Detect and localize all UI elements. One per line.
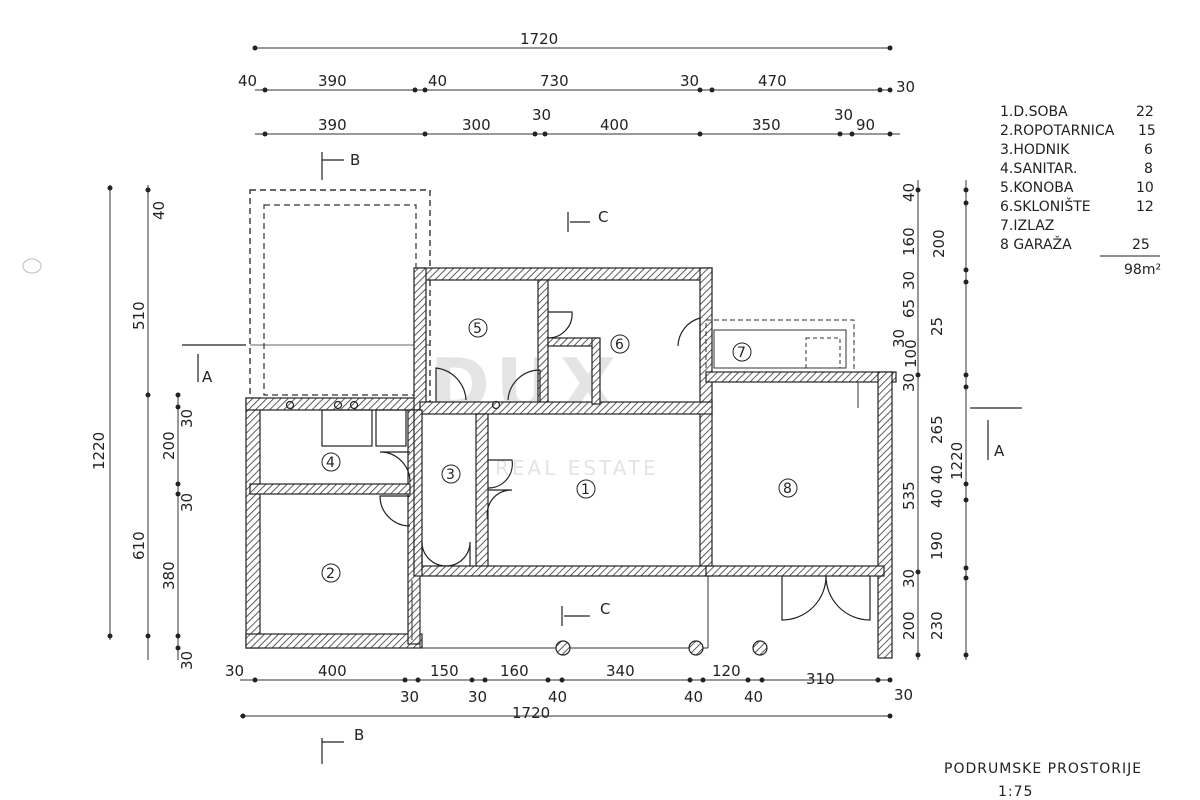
section-markers xyxy=(182,152,1022,764)
dim-top2-7: 90 xyxy=(856,116,875,134)
outdoor-area xyxy=(249,189,431,403)
dim-bottom2-3: 40 xyxy=(548,688,567,706)
dim-bottom-6: 120 xyxy=(712,662,741,680)
dim-left-1: 510 xyxy=(130,301,148,330)
legend-item-5-label: 5.KONOBA xyxy=(1000,180,1074,196)
section-a-right: A xyxy=(994,442,1005,460)
drawing-scale: 1:75 xyxy=(998,784,1033,800)
section-b-bottom: B xyxy=(354,726,364,744)
dim-right2-3: 30 xyxy=(900,271,918,290)
dim-top-2: 390 xyxy=(318,72,347,90)
dim-bottom-1: 30 xyxy=(225,662,244,680)
dim-top-6: 470 xyxy=(758,72,787,90)
dim-right2-2: 160 xyxy=(900,227,918,256)
dim-left2-4: 380 xyxy=(160,561,178,590)
dim-top-4: 730 xyxy=(540,72,569,90)
dim-bottom2-2: 30 xyxy=(468,688,487,706)
dim-top-3: 40 xyxy=(428,72,447,90)
dim-left2-1: 40 xyxy=(150,201,168,220)
legend-item-4-value: 8 xyxy=(1144,161,1153,177)
dim-right2-9: 265 xyxy=(928,415,946,444)
dim-left-total: 1220 xyxy=(90,432,108,470)
dim-top2-2: 300 xyxy=(462,116,491,134)
dim-bottom2-6: 30 xyxy=(894,686,913,704)
dim-right2-12: 190 xyxy=(928,531,946,560)
dim-bottom-2: 400 xyxy=(318,662,347,680)
dim-bottom-3: 150 xyxy=(430,662,459,680)
dim-top2-5: 350 xyxy=(752,116,781,134)
room-4-label: 4 xyxy=(326,455,335,471)
dim-right2-1: 40 xyxy=(900,183,918,202)
dim-left2-2: 200 xyxy=(160,431,178,460)
section-c-top: C xyxy=(598,208,608,226)
legend-item-1-label: 1.D.SOBA xyxy=(1000,104,1068,120)
dim-bottom-7: 310 xyxy=(806,670,835,688)
dim-top2-4: 400 xyxy=(600,116,629,134)
legend-total: 98m² xyxy=(1124,262,1161,278)
dim-right2-11: 40 xyxy=(928,489,946,508)
dim-right2-7: 25 xyxy=(928,317,946,336)
dim-right-1: 200 xyxy=(930,229,948,258)
dim-bottom2-1: 30 xyxy=(400,688,419,706)
columns xyxy=(285,400,768,656)
dim-top2-3: 30 xyxy=(532,106,551,124)
dim-top-5: 30 xyxy=(680,72,699,90)
dimension-ticks xyxy=(107,45,969,719)
drawing-title: PODRUMSKE PROSTORIJE xyxy=(944,761,1142,777)
dim-bottom2-4: 40 xyxy=(684,688,703,706)
dim-right2-13: 30 xyxy=(900,569,918,588)
dim-top2-6: 30 xyxy=(834,106,853,124)
punch-hole-mark xyxy=(22,258,42,274)
dim-top-7: 30 xyxy=(896,78,915,96)
dim-right-2: 535 xyxy=(900,481,918,510)
watermark-subtitle: REAL ESTATE xyxy=(495,456,659,480)
section-b-top: B xyxy=(350,151,360,169)
legend-item-5-value: 10 xyxy=(1136,180,1154,196)
room-5-label: 5 xyxy=(473,321,482,337)
legend-item-4-label: 4.SANITAR. xyxy=(1000,161,1077,177)
dim-top2-1: 390 xyxy=(318,116,347,134)
dim-bottom-total: 1720 xyxy=(512,704,550,722)
legend-item-3-value: 6 xyxy=(1144,142,1153,158)
legend-item-7-label: 7.IZLAZ xyxy=(1000,218,1054,234)
room-legend: 1.D.SOBA 22 2.ROPOTARNICA 15 3.HODNIK 6 … xyxy=(1000,104,1161,278)
dim-left2-3: 30 xyxy=(178,409,196,428)
dim-right2-4: 65 xyxy=(900,299,918,318)
legend-item-2-label: 2.ROPOTARNICA xyxy=(1000,123,1115,139)
dim-left2-6: 30 xyxy=(178,651,196,670)
room-3-label: 3 xyxy=(446,467,455,483)
legend-item-3-label: 3.HODNIK xyxy=(1000,142,1070,158)
section-c-bottom: C xyxy=(600,600,610,618)
dim-right2-8: 30 xyxy=(900,373,918,392)
dim-right-3: 200 xyxy=(900,611,918,640)
dim-right2-6: 100 xyxy=(902,339,920,368)
dim-right-total: 1220 xyxy=(948,442,966,480)
room-6-label: 6 xyxy=(615,337,624,353)
room-labels: 1 2 3 4 5 6 7 8 xyxy=(321,318,798,583)
door-swings xyxy=(379,311,871,621)
legend-item-8-label: 8 GARAŽA xyxy=(1000,235,1072,253)
legend-item-6-value: 12 xyxy=(1136,199,1154,215)
room-8-label: 8 xyxy=(783,481,792,497)
dim-top-1: 40 xyxy=(238,72,257,90)
legend-item-6-label: 6.SKLONIŠTE xyxy=(1000,197,1091,215)
dim-left2-5: 30 xyxy=(178,493,196,512)
dim-left-2: 610 xyxy=(130,531,148,560)
room-2-label: 2 xyxy=(326,566,335,582)
room-1-label: 1 xyxy=(581,482,590,498)
dim-right2-14: 230 xyxy=(928,611,946,640)
dim-right2-10: 40 xyxy=(928,465,946,484)
room-7-label: 7 xyxy=(737,345,746,361)
legend-item-2-value: 15 xyxy=(1138,123,1156,139)
dim-bottom-4: 160 xyxy=(500,662,529,680)
dim-top-total: 1720 xyxy=(520,30,558,48)
dim-right2-5: 30 xyxy=(890,329,908,348)
section-a-left: A xyxy=(202,368,213,386)
legend-item-1-value: 22 xyxy=(1136,104,1154,120)
dim-bottom2-5: 40 xyxy=(744,688,763,706)
legend-item-8-value: 25 xyxy=(1132,237,1150,253)
dim-bottom-5: 340 xyxy=(606,662,635,680)
